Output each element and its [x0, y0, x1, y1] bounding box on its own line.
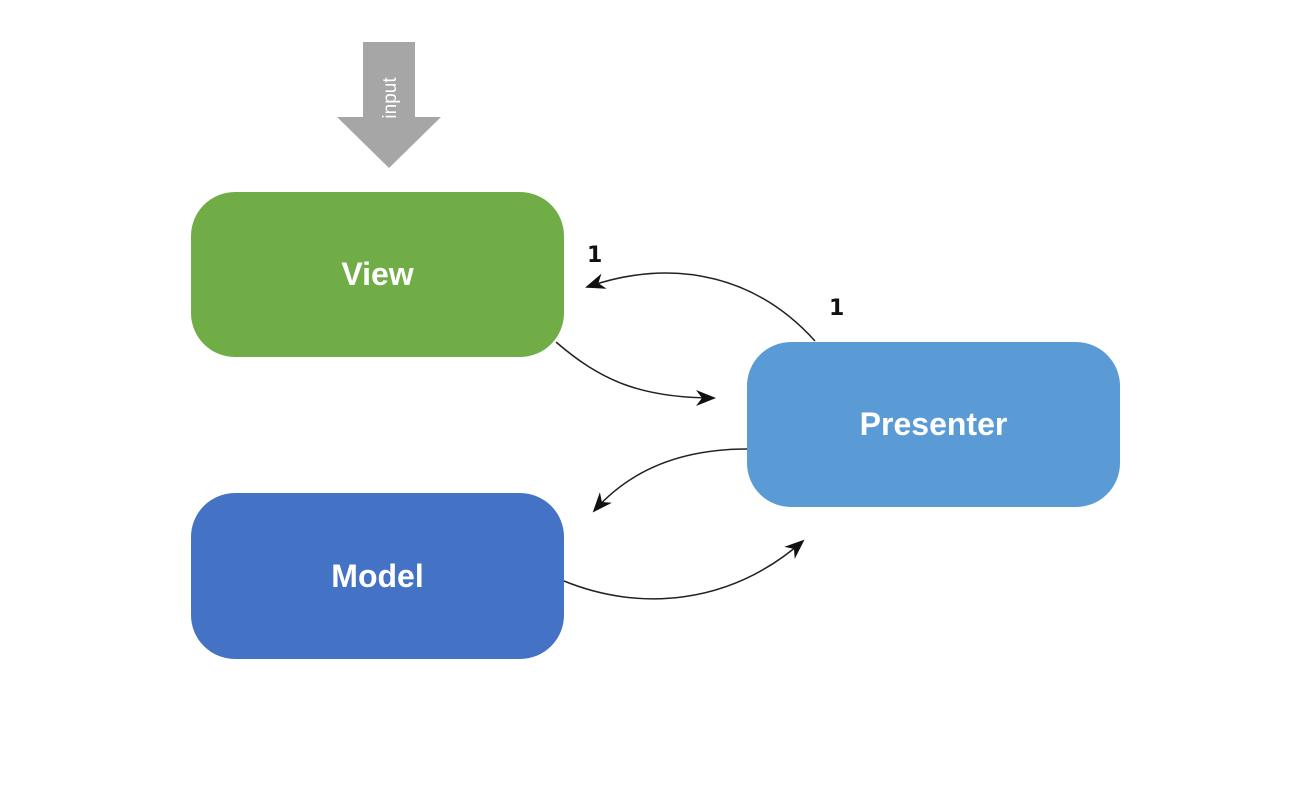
presenter-node-label: Presenter: [859, 406, 1008, 442]
input-arrow-shape: [337, 42, 441, 168]
connector-presenter-to-view: [585, 272, 816, 342]
edge-label-presenter-side: 1: [829, 296, 845, 321]
model-node-label: Model: [331, 557, 424, 594]
model-node[interactable]: Model: [191, 493, 564, 659]
connector-presenter-to-model: [592, 448, 748, 513]
presenter-node[interactable]: Presenter: [747, 342, 1120, 507]
connector-model-to-presenter: [563, 539, 805, 600]
input-arrow: input: [337, 42, 441, 168]
input-arrow-label: input: [380, 77, 401, 119]
connector-view-to-presenter: [555, 341, 716, 406]
edge-label-view-side: 1: [587, 243, 603, 268]
view-node[interactable]: View: [191, 192, 564, 357]
view-node-label: View: [341, 256, 414, 292]
